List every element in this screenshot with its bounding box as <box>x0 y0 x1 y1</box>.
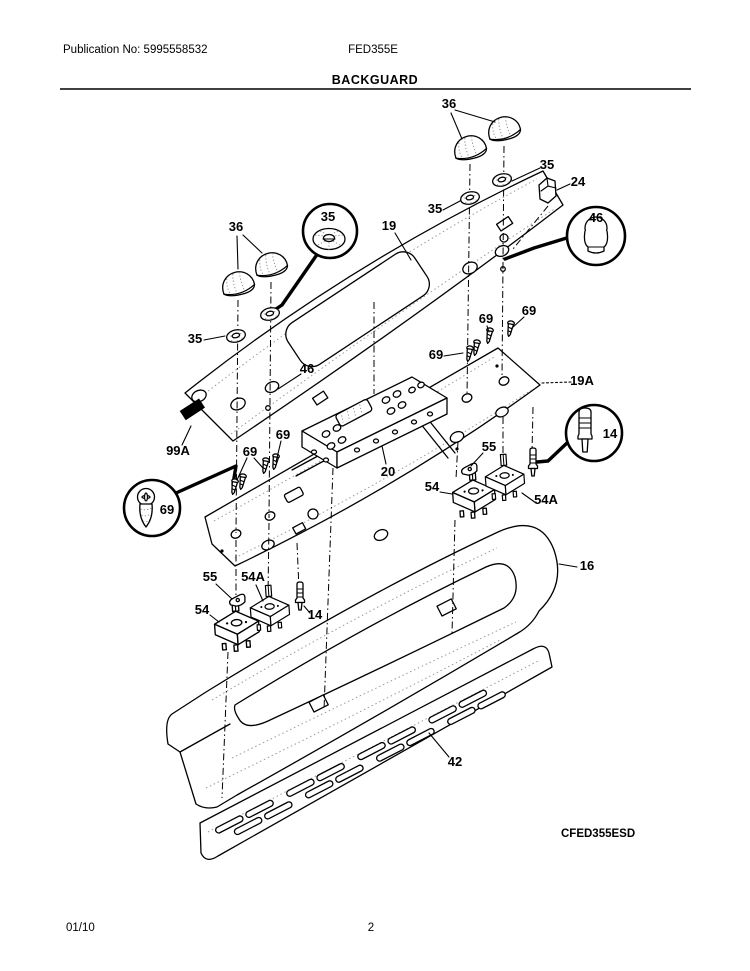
callout-69-balloon: 69 <box>160 502 174 517</box>
callout-55-left: 55 <box>203 569 217 584</box>
callout-labels: 36 35 24 35 19 36 35 46 69 69 69 19A 99A… <box>160 96 618 769</box>
callout-14-balloon: 14 <box>603 426 618 441</box>
page-title: BACKGUARD <box>332 73 418 87</box>
callout-20: 20 <box>381 464 395 479</box>
backguard-body-16 <box>166 524 559 809</box>
vent-trim-42 <box>199 645 553 860</box>
leader-lines <box>181 109 578 758</box>
callout-69-d: 69 <box>276 427 290 442</box>
balloon-35 <box>301 202 359 260</box>
bracket-24 <box>538 177 557 204</box>
balloon-14 <box>564 403 624 463</box>
callout-55-right: 55 <box>482 439 496 454</box>
publication-number: Publication No: 5995558532 <box>63 44 208 56</box>
callout-54a-left: 54A <box>241 569 265 584</box>
board-buttons <box>310 381 434 463</box>
callout-69-c: 69 <box>429 347 443 362</box>
model-number: FED355E <box>348 44 398 56</box>
balloon-46 <box>565 205 627 267</box>
assembly-dash-lines <box>221 145 549 799</box>
callout-99a: 99A <box>166 443 190 458</box>
callout-54-left: 54 <box>195 602 210 617</box>
callout-16: 16 <box>580 558 594 573</box>
callout-54-right: 54 <box>425 479 440 494</box>
balloon-69 <box>122 478 182 538</box>
page-footer: 01/10 2 <box>66 922 374 934</box>
control-board-20 <box>301 376 448 469</box>
callout-46-balloon: 46 <box>589 210 603 225</box>
callout-69-b: 69 <box>522 303 536 318</box>
callout-35-topright: 35 <box>540 157 554 172</box>
callout-54a-right: 54A <box>534 492 558 507</box>
callout-69-e: 69 <box>243 444 257 459</box>
diagram-code: CFED355ESD <box>561 828 635 840</box>
callout-35-mid: 35 <box>428 201 442 216</box>
page-header: Publication No: 5995558532 FED355E BACKG… <box>60 44 691 90</box>
callout-24: 24 <box>571 174 586 189</box>
callout-14-left: 14 <box>308 607 323 622</box>
foam-strip-99a <box>179 398 206 421</box>
callout-42: 42 <box>448 754 462 769</box>
footer-date: 01/10 <box>66 922 95 934</box>
callout-35-left: 35 <box>188 331 202 346</box>
callout-36-top: 36 <box>442 96 456 111</box>
callout-36-left: 36 <box>229 219 243 234</box>
callout-19a: 19A <box>570 373 594 388</box>
callout-19: 19 <box>382 218 396 233</box>
callout-35-balloon: 35 <box>321 209 335 224</box>
callout-46-left: 46 <box>300 361 314 376</box>
callout-69-a: 69 <box>479 311 493 326</box>
footer-page-number: 2 <box>368 922 374 934</box>
vent-slots <box>214 689 506 836</box>
